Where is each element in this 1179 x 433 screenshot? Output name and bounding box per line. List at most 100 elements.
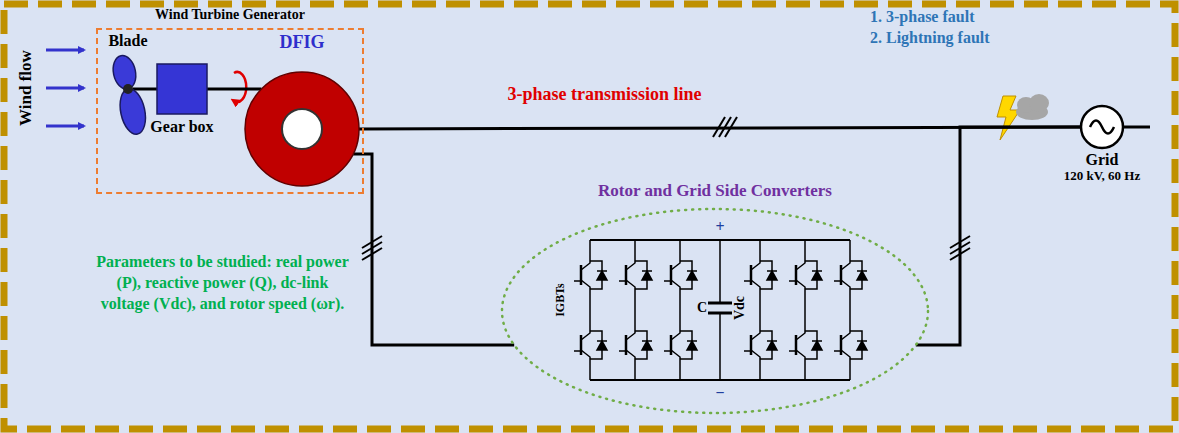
lightning-bolt: [997, 96, 1020, 140]
igbt-emitter: [581, 350, 590, 365]
igbt-emitter: [671, 280, 680, 295]
leg-wire: [679, 365, 681, 380]
leg-wire: [634, 295, 636, 325]
turbine-group-box: Wind Turbine GeneratorBladeGear boxDFIG: [96, 28, 364, 194]
igbt-base: [750, 335, 753, 355]
igbt-collector: [581, 255, 590, 270]
igbt-collector: [751, 325, 760, 340]
node-text: 120 kV, 60 Hz: [1064, 169, 1140, 184]
diode-wire: [760, 331, 772, 359]
cap-plate: [708, 302, 732, 305]
igbt-emitter: [581, 280, 590, 295]
leg-wire: [634, 240, 636, 255]
igbt-collector: [751, 255, 760, 270]
grid-circle: [1081, 106, 1123, 148]
power-line: [207, 88, 261, 91]
wind-arrows: [46, 50, 84, 126]
igbt-gate: [789, 350, 796, 352]
igbt-base: [840, 265, 843, 285]
three-phase-slashes: [362, 117, 970, 260]
flow-label: Wind flow: [16, 50, 36, 126]
node-text: Blade: [108, 32, 147, 50]
grid-bus-stub: [1122, 126, 1150, 129]
igbt-collector: [671, 325, 680, 340]
igbt-gate: [664, 280, 671, 282]
igbt-emitter: [796, 350, 805, 365]
leg-wire: [804, 295, 806, 325]
power-line: [916, 127, 1081, 345]
igbt-base: [670, 265, 673, 285]
igbt-emitter: [671, 350, 680, 365]
sine-wave: [1090, 121, 1114, 134]
stator-ring: [245, 72, 359, 186]
study-note: Parameters to be studied: real power (P)…: [95, 252, 350, 314]
converter-outline: [502, 209, 928, 413]
diode-wire: [760, 261, 772, 289]
igbt-base: [795, 335, 798, 355]
igbt-gate: [744, 280, 751, 282]
node-text: DFIG: [280, 32, 325, 53]
storm-cloud: [1016, 94, 1049, 120]
leg-wire: [589, 365, 591, 380]
igbt-base: [625, 265, 628, 285]
igbt-base: [750, 265, 753, 285]
leg-wire: [679, 240, 681, 255]
igbt-collector: [796, 255, 805, 270]
igbt-emitter: [751, 280, 760, 295]
igbt-collector: [841, 255, 850, 270]
node-text: Rotor and Grid Side Converters: [598, 181, 832, 201]
diode-wire: [590, 261, 602, 289]
polarity-sign: +: [715, 218, 724, 236]
leg-wire: [759, 240, 761, 255]
diode-wire: [590, 331, 602, 359]
igbt-collector: [581, 325, 590, 340]
igbt-base: [625, 335, 628, 355]
igbt-base: [795, 265, 798, 285]
igbt-emitter: [626, 280, 635, 295]
leg-wire: [634, 365, 636, 380]
igbt-collector: [841, 325, 850, 340]
leg-wire: [804, 240, 806, 255]
blade-hub: [123, 84, 133, 94]
igbt-emitter: [841, 350, 850, 365]
igbt-gate: [834, 350, 841, 352]
power-line: [353, 154, 514, 345]
diode-wire: [850, 261, 862, 289]
igbt-gate: [834, 280, 841, 282]
node-text: Gear box: [150, 118, 213, 136]
leg-wire: [849, 240, 851, 255]
igbt-gate: [744, 350, 751, 352]
igbt-gate: [574, 350, 581, 352]
diode-wire: [805, 331, 817, 359]
power-line: [133, 88, 157, 91]
leg-wire: [589, 240, 591, 255]
gearbox-block: Gear box: [142, 64, 222, 144]
gearbox-square: [157, 64, 207, 114]
leg-wire: [804, 365, 806, 380]
rotor-core: [282, 109, 322, 149]
leg-wire: [759, 295, 761, 325]
igbt-collector: [671, 255, 680, 270]
cap-wire: [719, 240, 721, 303]
capacitor-label: C: [697, 300, 707, 316]
igbt-base: [580, 265, 583, 285]
cap-wire: [719, 313, 721, 380]
fault-label: 1. 3-phase fault: [870, 8, 974, 26]
igbt-base: [670, 335, 673, 355]
line-label: 3-phase transmission line: [507, 84, 701, 105]
diode-wire: [850, 331, 862, 359]
igbt-collector: [626, 255, 635, 270]
igbt-gate: [664, 350, 671, 352]
leg-wire: [589, 295, 591, 325]
igbt-collector: [796, 325, 805, 340]
leg-wire: [679, 295, 681, 325]
igbt-gate: [574, 280, 581, 282]
fault-label: 2. Lightning fault: [870, 29, 990, 47]
grid-source: Grid120 kV, 60 Hz: [1052, 105, 1152, 191]
polarity-sign: −: [715, 384, 724, 402]
igbt-emitter: [841, 280, 850, 295]
blade-lower: [116, 87, 149, 137]
voltage-label: Vdc: [732, 296, 748, 320]
